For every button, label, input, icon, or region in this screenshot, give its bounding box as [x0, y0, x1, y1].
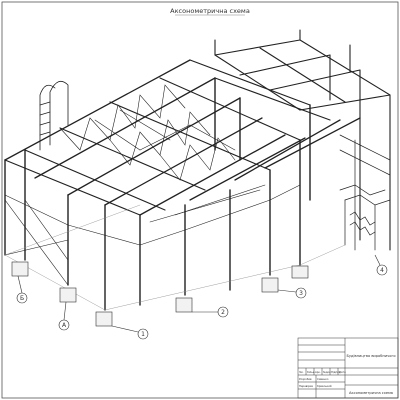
foundation-block — [291, 265, 309, 279]
steel-frame-isometric — [4, 29, 391, 311]
axis-label-2: 2 — [221, 309, 225, 316]
tb-header-cell: Арк. — [315, 370, 321, 374]
foundation-block — [59, 287, 77, 303]
axis-markers — [16, 254, 388, 340]
axis-label-1: 1 — [141, 331, 145, 338]
tb-role: Розробив — [299, 377, 312, 381]
axis-marker-1 — [137, 328, 149, 340]
roof-truss-bracing — [59, 84, 236, 181]
columns — [4, 77, 311, 311]
foundation-block — [175, 297, 193, 313]
stair-structure — [339, 134, 391, 251]
tb-header-cell: Дата — [339, 370, 346, 374]
axis-marker-4 — [376, 264, 388, 276]
wall-bracing — [4, 199, 69, 286]
axis-label-a: А — [62, 322, 67, 329]
tb-name: Кривський — [317, 384, 332, 388]
tb-header-cell: Підпис — [331, 370, 341, 374]
cross-girders — [4, 59, 331, 216]
title-block: Будівництво виробничого Аксонометрична с… — [297, 337, 399, 399]
tb-header-cell: Зм. — [299, 370, 304, 374]
axis-marker-3 — [295, 287, 307, 299]
wall-girts — [4, 184, 301, 246]
axis-label-b: Б — [20, 295, 24, 302]
tb-header-cell: №док. — [323, 371, 332, 374]
axis-marker-a — [58, 319, 70, 331]
roof-ladder — [39, 80, 69, 151]
foundation-block — [261, 277, 279, 293]
roof-beams — [4, 59, 361, 216]
axis-labels: Б А 1 2 3 4 — [20, 267, 384, 338]
title-block-subtitle: Аксонометрична схема — [349, 391, 393, 395]
upper-extension-frame — [214, 29, 391, 251]
foundation-block — [11, 261, 29, 277]
foundation-block — [95, 311, 113, 327]
tb-role: Перевірив — [299, 384, 313, 388]
floor-outline — [4, 204, 346, 311]
tb-name: Сивенко — [317, 377, 329, 381]
axis-marker-b — [16, 292, 28, 304]
title-block-project: Будівництво виробничого — [346, 354, 395, 358]
axis-label-3: 3 — [299, 290, 303, 297]
axis-label-4: 4 — [380, 267, 384, 274]
sheet-title: Аксонометрична схема — [170, 7, 250, 15]
foundation-blocks — [11, 261, 309, 327]
axis-marker-2 — [217, 306, 229, 318]
tb-header-cell: Кільк. — [307, 370, 315, 374]
